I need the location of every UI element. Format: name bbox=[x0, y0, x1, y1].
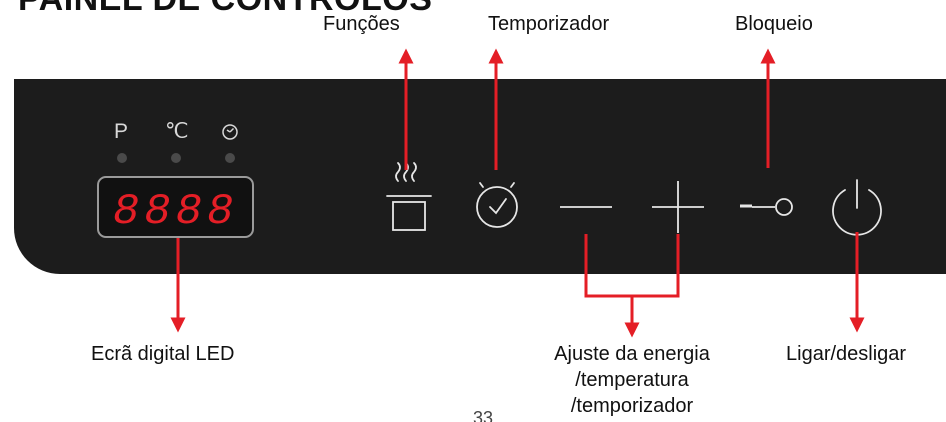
key-lock-icon[interactable] bbox=[740, 198, 793, 216]
adjust-label-line1: Ajuste da energia bbox=[554, 343, 710, 365]
adjust-label: Ajuste da energia /temperatura /temporiz… bbox=[532, 341, 732, 419]
adjust-label-line2: /temperatura bbox=[575, 369, 689, 391]
power-indicator-label: P bbox=[114, 120, 129, 143]
adjust-label-line3: /temporizador bbox=[570, 395, 694, 417]
timer-label: Temporizador bbox=[488, 13, 610, 35]
adjust-bracket bbox=[584, 234, 680, 298]
timer-indicator-dot bbox=[225, 153, 235, 163]
power-icon[interactable] bbox=[832, 179, 882, 236]
led-display: 8888 bbox=[97, 176, 254, 238]
on-off-label: Ligar/desligar bbox=[786, 343, 907, 365]
stopwatch-icon[interactable] bbox=[476, 182, 518, 228]
led-display-label: Ecrã digital LED bbox=[91, 343, 235, 365]
plus-icon[interactable] bbox=[652, 181, 704, 233]
functions-label: Funções bbox=[323, 13, 400, 35]
temperature-indicator-dot bbox=[171, 153, 181, 163]
page-number: 33 bbox=[473, 408, 494, 422]
lock-label: Bloqueio bbox=[735, 13, 813, 35]
power-indicator-dot bbox=[117, 153, 127, 163]
led-digits: 8888 bbox=[113, 187, 239, 237]
temperature-indicator-label: ℃ bbox=[165, 120, 189, 143]
callout-arrows bbox=[170, 48, 865, 338]
pot-with-steam-icon[interactable] bbox=[386, 162, 432, 231]
clock-indicator-icon bbox=[222, 124, 238, 140]
page-title: PAINEL DE CONTROLOS bbox=[18, 0, 432, 19]
